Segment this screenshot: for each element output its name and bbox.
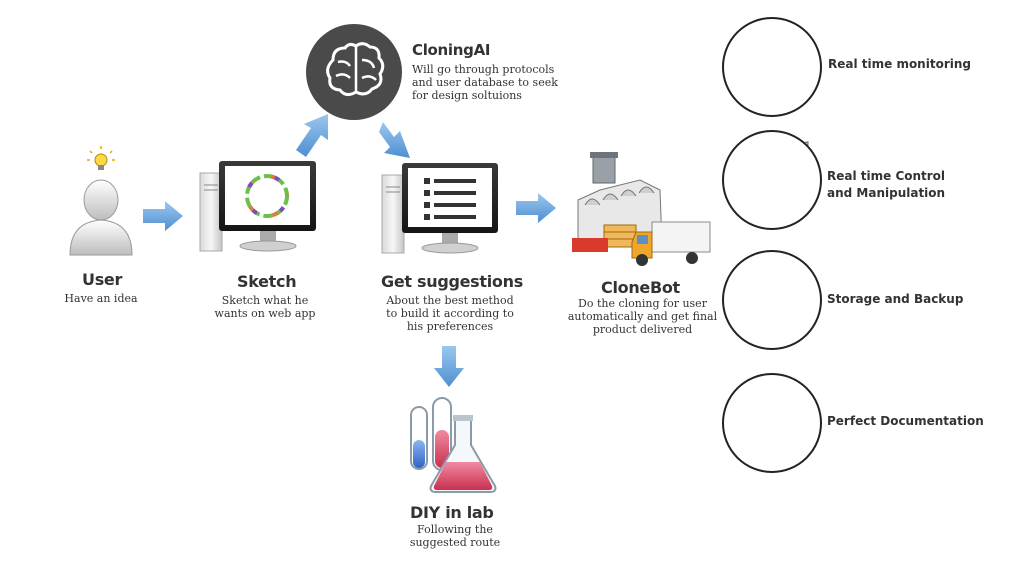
sketch-desc: Sketch what he wants on web app xyxy=(205,294,325,320)
suggestions-desc-line: his preferences xyxy=(406,320,494,333)
feature-label-control: Real time Control and Manipulation xyxy=(827,168,945,202)
suggestions-computer-icon xyxy=(381,163,498,254)
feature-circle-control xyxy=(722,130,822,230)
feature-circle-storage xyxy=(722,250,822,350)
feature-circle-monitoring xyxy=(722,17,822,117)
clonebot-desc-line: product delivered xyxy=(592,323,693,336)
feature-label-line: Storage and Backup xyxy=(827,292,964,306)
cloningai-title: CloningAI xyxy=(412,41,491,59)
factory-truck-icon xyxy=(572,152,711,266)
feature-label-monitoring: Real time monitoring xyxy=(828,56,971,73)
cloningai-desc-line: Will go through protocols xyxy=(412,63,555,76)
sketch-desc-line: Sketch what he xyxy=(221,294,309,307)
feature-label-storage: Storage and Backup xyxy=(827,291,963,308)
suggestions-title: Get suggestions xyxy=(381,272,523,291)
arrow-cloningai-to-suggestions xyxy=(379,122,410,158)
suggestions-desc-line: to build it according to xyxy=(386,307,514,320)
suggestions-desc: About the best method to build it accord… xyxy=(375,294,525,333)
clonebot-title: CloneBot xyxy=(601,278,680,297)
diy-title: DIY in lab xyxy=(410,503,494,522)
clonebot-desc-line: Do the cloning for user xyxy=(578,297,707,310)
cloningai-desc-line: for design soltuions xyxy=(412,89,522,102)
user-icon xyxy=(69,179,133,256)
arrow-user-to-sketch xyxy=(143,201,183,231)
diy-desc-line: suggested route xyxy=(409,536,501,549)
clonebot-desc-line: automatically and get final xyxy=(567,310,718,323)
feature-label-line: and Manipulation xyxy=(827,186,946,200)
user-title: User xyxy=(82,270,123,289)
arrow-suggestions-to-clonebot xyxy=(516,193,556,223)
feature-label-documentation: Perfect Documentation xyxy=(827,413,984,430)
diy-desc-line: Following the xyxy=(417,523,493,536)
lightbulb-icon xyxy=(87,146,115,170)
user-desc: Have an idea xyxy=(64,292,138,305)
arrow-suggestions-to-diy xyxy=(434,346,464,387)
diy-desc: Following the suggested route xyxy=(400,523,510,549)
feature-label-line: Perfect Documentation xyxy=(827,414,984,428)
cloningai-desc-line: and user database to seek xyxy=(412,76,558,89)
arrow-sketch-to-cloningai xyxy=(296,114,328,157)
feature-label-line: Real time Control xyxy=(827,169,946,183)
brain-icon xyxy=(306,24,402,120)
lab-flasks-icon xyxy=(410,397,497,493)
cloningai-desc: Will go through protocols and user datab… xyxy=(412,63,562,102)
feature-label-line: Real time monitoring xyxy=(828,57,971,71)
feature-circle-documentation xyxy=(722,373,822,473)
clonebot-desc: Do the cloning for user automatically an… xyxy=(565,297,720,336)
sketch-computer-icon xyxy=(199,161,316,252)
suggestions-desc-line: About the best method xyxy=(386,294,514,307)
sketch-title: Sketch xyxy=(237,272,297,291)
sketch-desc-line: wants on web app xyxy=(214,307,316,320)
